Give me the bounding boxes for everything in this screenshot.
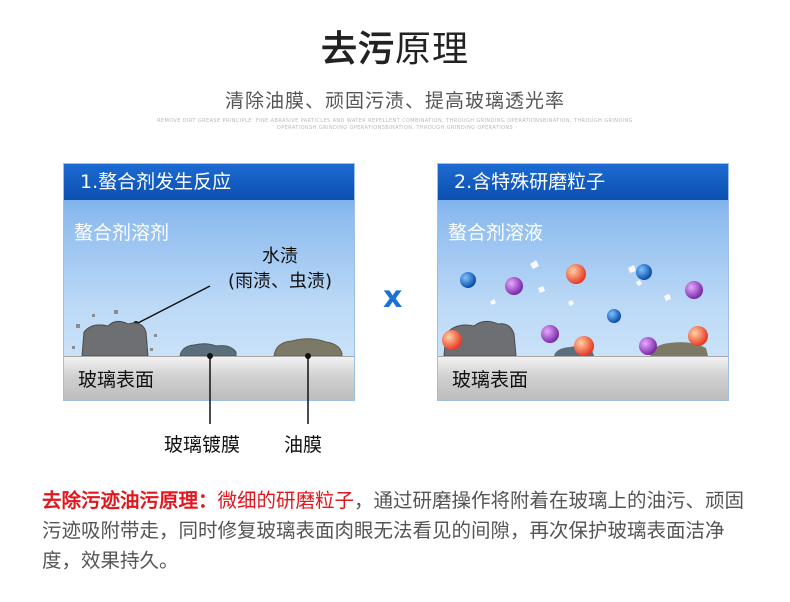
water-stain-pointer (135, 285, 211, 325)
sparkle-flake (568, 300, 574, 306)
panel-abrasive-particles: 2.含特殊研磨粒子 螯合剂溶液 (437, 163, 729, 401)
particle-purple (505, 277, 523, 295)
glass-coating-blob (179, 343, 237, 357)
particle-orange (566, 264, 586, 284)
particle-purple (685, 281, 703, 299)
sparkle-flake (636, 280, 642, 286)
particle-blue (636, 264, 652, 280)
water-stain-clump (81, 320, 149, 357)
oil-film-blob (273, 338, 343, 357)
water-stain-line2: (雨渍、虫渍) (227, 271, 333, 292)
solvent-label: 螯合剂溶剂 (74, 222, 170, 244)
speck (72, 346, 75, 349)
left-scene (72, 285, 343, 357)
english-caption: REMOVE DIRT GREASE PRINCIPLE: FINE ABRAS… (157, 118, 633, 131)
sparkle-flake (628, 265, 636, 273)
sparkle-flake (538, 286, 545, 293)
page-subtitle: 清除油膜、顽固污渍、提高玻璃透光率 (224, 90, 565, 112)
panel-header-2: 2.含特殊研磨粒子 (438, 164, 728, 200)
speck (150, 348, 153, 351)
speck (114, 310, 118, 314)
right-scene (442, 260, 708, 357)
title-light: 原理 (395, 29, 470, 70)
coating-callout: 玻璃镀膜 (164, 434, 241, 456)
particle-purple (541, 325, 559, 343)
sparkle-flake (530, 260, 539, 269)
glass-surface-right: 玻璃表面 (438, 356, 728, 400)
separator-x-icon: x (383, 280, 403, 315)
description-body: ，通过研磨操作将附着在玻璃上的油污、顽固污迹吸附带走，同时修复玻璃表面肉眼无法看… (42, 489, 745, 572)
water-stain-line1: 水渍 (262, 246, 298, 267)
particle-orange (442, 330, 462, 350)
panel-chelation-reaction: 1.螯合剂发生反应 螯合剂溶剂 水渍 (雨渍、虫渍) 玻璃表面 (63, 163, 355, 401)
principle-description: 去除污迹油污原理：微细的研磨粒子，通过研磨操作将附着在玻璃上的油污、顽固污迹吸附… (42, 486, 757, 576)
description-highlight: 微细的研磨粒子 (217, 489, 355, 512)
title-bold: 去污 (320, 29, 395, 70)
glass-surface-label: 玻璃表面 (452, 369, 529, 391)
glass-surface-left: 玻璃表面 (64, 356, 354, 400)
sparkle-flake (664, 294, 671, 301)
particle-blue (607, 309, 621, 323)
oil-blob-right (650, 342, 708, 356)
particle-purple (639, 337, 657, 355)
particle-orange (688, 326, 708, 346)
speck (76, 324, 80, 328)
lifted-dirt-clump (443, 320, 517, 357)
speck (154, 334, 157, 337)
particle-orange (574, 336, 594, 356)
speck (92, 314, 95, 317)
particle-blue (460, 272, 476, 288)
solution-label: 螯合剂溶液 (448, 222, 544, 244)
oil-callout: 油膜 (284, 434, 323, 456)
glass-surface-label: 玻璃表面 (78, 369, 155, 391)
water-stain-label: 水渍 (雨渍、虫渍) (210, 244, 350, 294)
description-heading: 去除污迹油污原理： (42, 489, 218, 512)
panel-header-1: 1.螯合剂发生反应 (64, 164, 354, 200)
sparkle-flake (490, 299, 496, 305)
page-title: 去污原理 (0, 20, 790, 72)
